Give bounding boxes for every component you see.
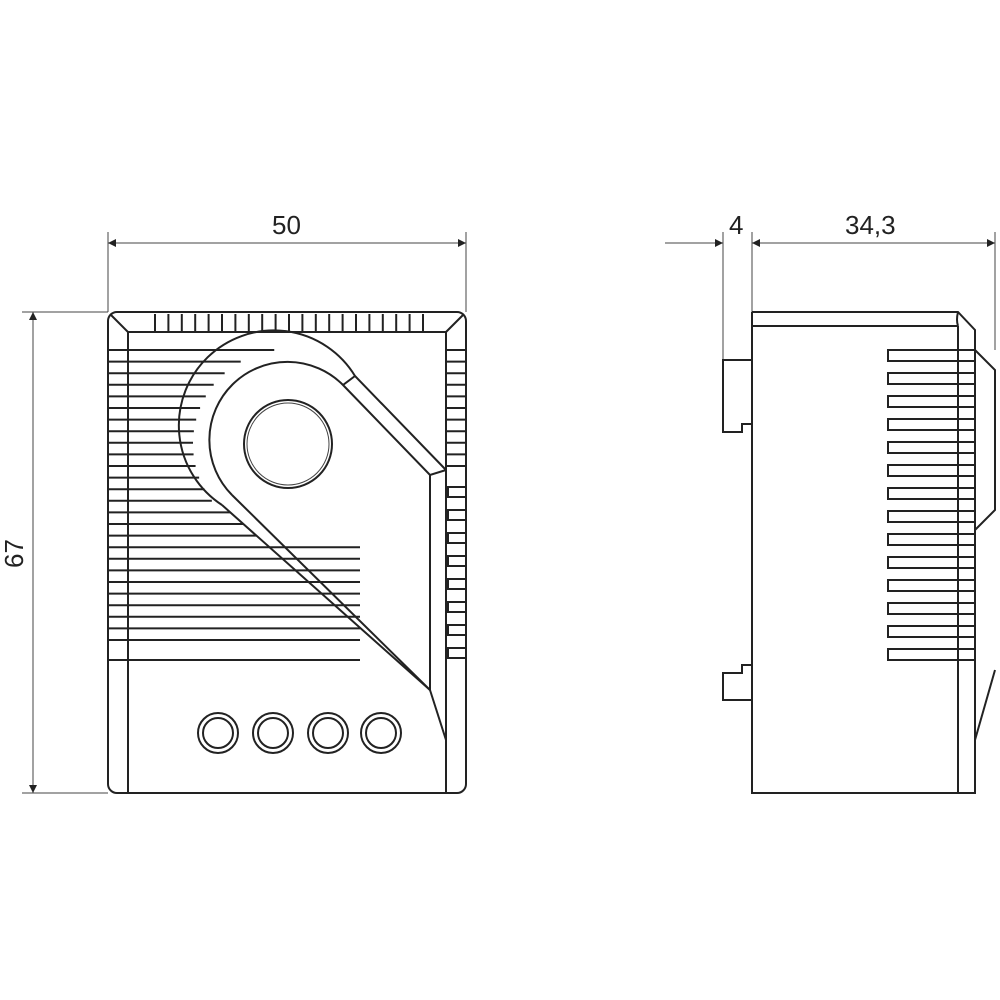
side-fin	[887, 648, 959, 661]
dim-label-4: 4	[729, 210, 744, 240]
side-fin	[887, 602, 959, 615]
din-clip-top	[722, 359, 752, 433]
right-vent-slot	[447, 624, 467, 636]
right-vent-slot	[447, 647, 467, 659]
terminal-hole	[360, 712, 402, 754]
right-vent-slot	[447, 509, 467, 521]
terminal-hole-inner	[365, 717, 397, 749]
side-fin	[887, 510, 959, 523]
terminal-hole-inner	[257, 717, 289, 749]
side-fin	[887, 464, 959, 477]
dim-label-67: 67	[0, 539, 29, 568]
side-fin	[887, 556, 959, 569]
right-vent-slot	[447, 578, 467, 590]
side-fin	[887, 533, 959, 546]
front-view	[107, 311, 467, 794]
knob	[243, 399, 333, 489]
terminal-hole	[307, 712, 349, 754]
side-fin	[887, 441, 959, 454]
right-vent-slot	[447, 532, 467, 544]
dim-label-34-3: 34,3	[845, 210, 896, 240]
terminal-hole-inner	[312, 717, 344, 749]
dimension-side	[665, 232, 996, 360]
right-vent-slot	[447, 555, 467, 567]
side-fin	[887, 395, 959, 408]
side-fin	[887, 579, 959, 592]
side-fin	[887, 349, 959, 362]
side-view	[722, 311, 996, 794]
terminal-hole	[197, 712, 239, 754]
dimension-width-front	[107, 232, 467, 312]
terminal-hole-inner	[202, 717, 234, 749]
side-fin	[887, 625, 959, 638]
terminal-hole	[252, 712, 294, 754]
right-vent-slot	[447, 601, 467, 613]
dim-label-50: 50	[272, 210, 301, 240]
din-clip-bottom	[722, 664, 752, 701]
side-fin	[887, 418, 959, 431]
right-vent-slot	[447, 486, 467, 498]
dimension-height-front	[22, 311, 108, 794]
side-fin	[887, 487, 959, 500]
side-fin	[887, 372, 959, 385]
